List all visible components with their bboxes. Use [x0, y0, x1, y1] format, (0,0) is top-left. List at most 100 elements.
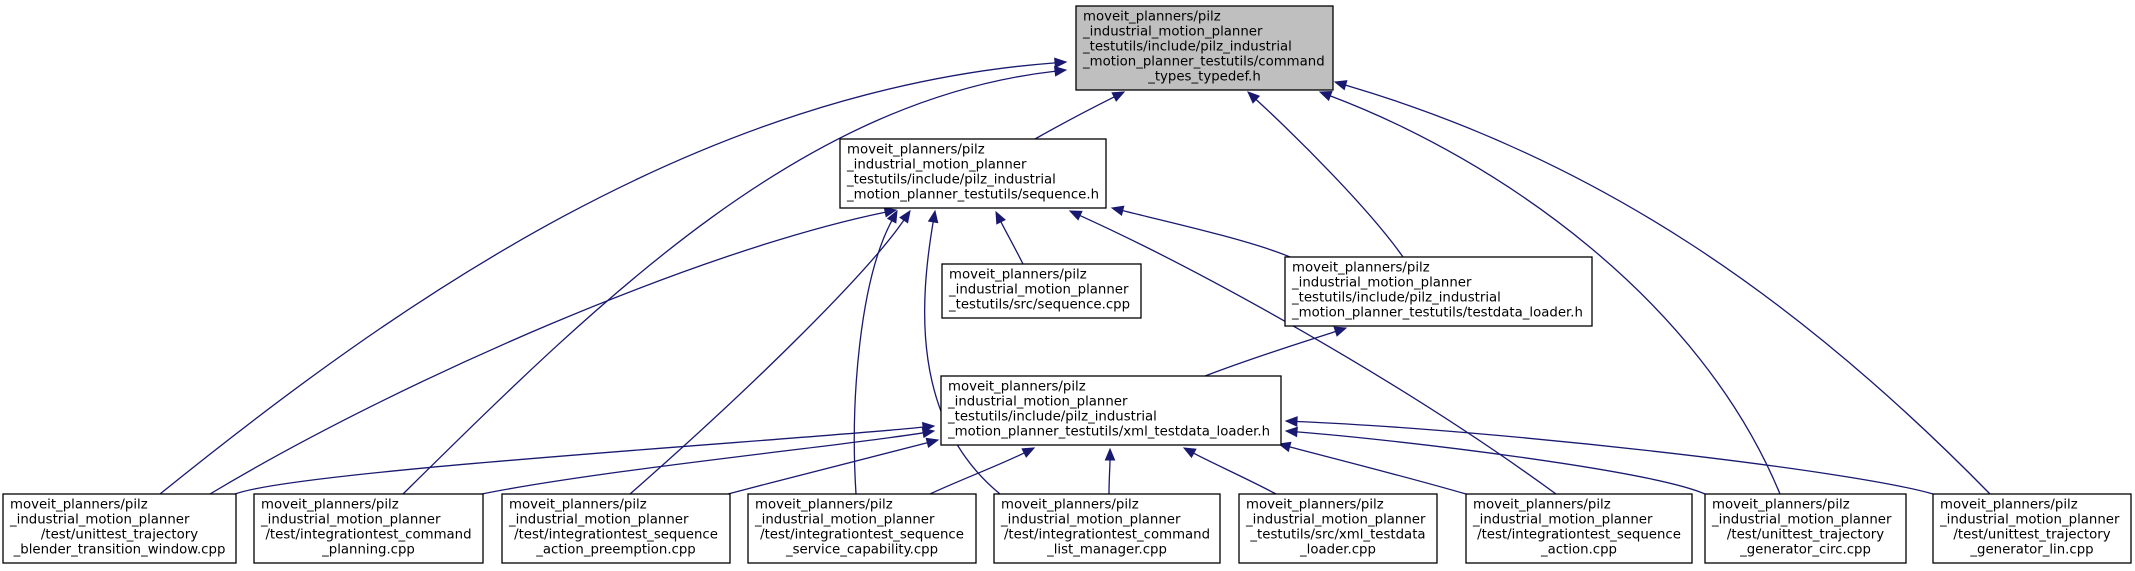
node-label-line: _industrial_motion_planner	[948, 283, 1129, 298]
node-label-line: _action_preemption.cpp	[535, 543, 696, 558]
node-integrationtest-sequence-service-capability-cpp[interactable]: moveit_planners/pilz_industrial_motion_p…	[747, 493, 977, 564]
node-box	[1704, 493, 1907, 564]
node-label-line: _types_typedef.h	[1147, 70, 1261, 85]
edge-arrowhead	[1247, 91, 1261, 104]
node-label-line: _testutils/include/pilz_industrial	[1291, 291, 1501, 306]
edge-unittest-trajectory-blender-transition-window-cpp-to-command-types-typedef-h	[159, 57, 1068, 495]
edge-integrationtest-sequence-service-capability-cpp-to-xml-testdata-loader-h	[929, 447, 1036, 495]
edge-unittest-trajectory-blender-transition-window-cpp-to-xml-testdata-loader-h	[234, 421, 936, 495]
node-integrationtest-command-planning-cpp[interactable]: moveit_planners/pilz_industrial_motion_p…	[253, 493, 484, 564]
node-label-line: _motion_planner_testutils/sequence.h	[846, 188, 1099, 203]
node-label-line: _industrial_motion_planner	[754, 513, 935, 528]
edge-arrowhead	[925, 437, 940, 449]
edge-line	[629, 219, 905, 495]
node-label-line: _industrial_motion_planner	[846, 158, 1027, 173]
node-label-line: moveit_planners/pilz	[10, 498, 148, 513]
edge-sequence-cpp-to-sequence-h	[995, 210, 1024, 265]
edge-line	[402, 70, 1056, 495]
edge-arrowhead	[1068, 210, 1083, 221]
edge-line	[1289, 446, 1467, 495]
edge-line	[1345, 84, 1991, 495]
node-box	[941, 263, 1142, 319]
edge-line	[1079, 214, 1557, 495]
node-testdata-loader-h[interactable]: moveit_planners/pilz_industrial_motion_p…	[1284, 256, 1593, 327]
edge-arrowhead	[899, 209, 911, 224]
node-label-line: moveit_planners/pilz	[949, 268, 1087, 283]
edge-arrowhead	[1182, 447, 1197, 459]
node-label-line: _action.cpp	[1540, 543, 1617, 558]
edge-integrationtest-command-planning-cpp-to-command-types-typedef-h	[402, 65, 1068, 495]
node-box	[501, 493, 731, 564]
node-label-line: _motion_planner_testutils/command	[1082, 55, 1325, 70]
node-integrationtest-sequence-action-cpp[interactable]: moveit_planners/pilz_industrial_motion_p…	[1465, 493, 1693, 564]
edge-integrationtest-command-planning-cpp-to-xml-testdata-loader-h	[481, 427, 936, 495]
edge-arrowhead	[1277, 441, 1292, 453]
node-label-line: _testutils/src/xml_testdata	[1249, 528, 1425, 543]
node-label-line: _industrial_motion_planner	[9, 513, 190, 528]
node-xml-testdata-loader-cpp[interactable]: moveit_planners/pilz_industrial_motion_p…	[1238, 493, 1438, 564]
node-label-line: _blender_transition_window.cpp	[13, 543, 226, 558]
edge-arrowhead	[1054, 57, 1068, 69]
node-label-line: _generator_lin.cpp	[1969, 543, 2093, 558]
node-box	[940, 375, 1282, 446]
edge-arrowhead	[883, 207, 898, 218]
edge-line	[1193, 452, 1277, 495]
node-integrationtest-command-list-manager-cpp[interactable]: moveit_planners/pilz_industrial_motion_p…	[993, 493, 1221, 564]
edge-line	[929, 452, 1025, 495]
node-box	[1238, 493, 1438, 564]
node-label-line: moveit_planners/pilz	[1083, 10, 1221, 25]
node-label-line: _industrial_motion_planner	[508, 513, 689, 528]
edge-unittest-trajectory-generator-circ-cpp-to-command-types-typedef-h	[1318, 91, 1781, 495]
edge-arrowhead	[1284, 426, 1298, 438]
node-label-line: moveit_planners/pilz	[1292, 261, 1430, 276]
edge-line	[1330, 95, 1781, 495]
node-box	[993, 493, 1221, 564]
edge-line	[159, 62, 1056, 495]
edge-arrowhead	[1333, 80, 1348, 91]
edge-arrowhead	[995, 210, 1006, 225]
node-label-line: moveit_planners/pilz	[261, 498, 399, 513]
edge-unittest-trajectory-generator-lin-cpp-to-xml-testdata-loader-h	[1284, 416, 1934, 495]
node-unittest-trajectory-generator-lin-cpp[interactable]: moveit_planners/pilz_industrial_motion_p…	[1932, 493, 2132, 564]
node-label-line: _generator_circ.cpp	[1739, 543, 1871, 558]
node-label-line: _loader.cpp	[1299, 543, 1376, 558]
edge-integrationtest-sequence-action-cpp-to-sequence-h	[1068, 210, 1557, 495]
edge-line	[727, 442, 928, 495]
node-sequence-cpp[interactable]: moveit_planners/pilz_industrial_motion_p…	[941, 263, 1142, 319]
edge-line	[1122, 210, 1291, 258]
node-unittest-trajectory-blender-transition-window-cpp[interactable]: moveit_planners/pilz_industrial_motion_p…	[2, 493, 237, 564]
edge-arrowhead	[1053, 65, 1068, 77]
edge-line	[1034, 96, 1115, 140]
node-label-line: moveit_planners/pilz	[1940, 498, 2078, 513]
edge-line	[923, 221, 1001, 495]
node-label-line: /test/integrationtest_sequence	[514, 528, 718, 543]
edge-integrationtest-sequence-action-cpp-to-xml-testdata-loader-h	[1277, 441, 1467, 495]
edge-arrowhead	[886, 209, 898, 224]
edge-unittest-trajectory-generator-lin-cpp-to-command-types-typedef-h	[1333, 80, 1991, 495]
node-box	[839, 138, 1107, 209]
node-label-line: _planning.cpp	[321, 543, 415, 558]
node-label-line: _testutils/src/sequence.cpp	[948, 298, 1130, 313]
node-box	[1284, 256, 1593, 327]
node-label-line: _industrial_motion_planner	[1082, 25, 1263, 40]
node-label-line: moveit_planners/pilz	[1473, 498, 1611, 513]
edge-arrowhead	[1318, 91, 1333, 102]
node-unittest-trajectory-generator-circ-cpp[interactable]: moveit_planners/pilz_industrial_motion_p…	[1704, 493, 1907, 564]
node-label-line: _testutils/include/pilz_industrial	[1082, 40, 1292, 55]
edge-line	[1000, 221, 1024, 265]
node-sequence-h[interactable]: moveit_planners/pilz_industrial_motion_p…	[839, 138, 1107, 209]
edge-arrowhead	[927, 209, 939, 224]
node-command-types-typedef-h[interactable]: moveit_planners/pilz_industrial_motion_p…	[1075, 5, 1334, 91]
edge-arrowhead	[1021, 447, 1036, 458]
node-label-line: moveit_planners/pilz	[1246, 498, 1384, 513]
node-label-line: _motion_planner_testutils/xml_testdata_l…	[947, 425, 1270, 440]
edge-integrationtest-command-list-manager-cpp-to-sequence-h	[923, 209, 1001, 495]
edge-line	[1204, 330, 1336, 377]
node-label-line: moveit_planners/pilz	[1712, 498, 1850, 513]
edge-testdata-loader-h-to-sequence-h	[1110, 205, 1291, 258]
node-xml-testdata-loader-h[interactable]: moveit_planners/pilz_industrial_motion_p…	[940, 375, 1282, 446]
node-integrationtest-sequence-action-preemption-cpp[interactable]: moveit_planners/pilz_industrial_motion_p…	[501, 493, 731, 564]
focus-node-box	[1075, 5, 1334, 91]
edge-xml-testdata-loader-cpp-to-xml-testdata-loader-h	[1182, 447, 1277, 495]
node-label-line: _testutils/include/pilz_industrial	[846, 173, 1056, 188]
